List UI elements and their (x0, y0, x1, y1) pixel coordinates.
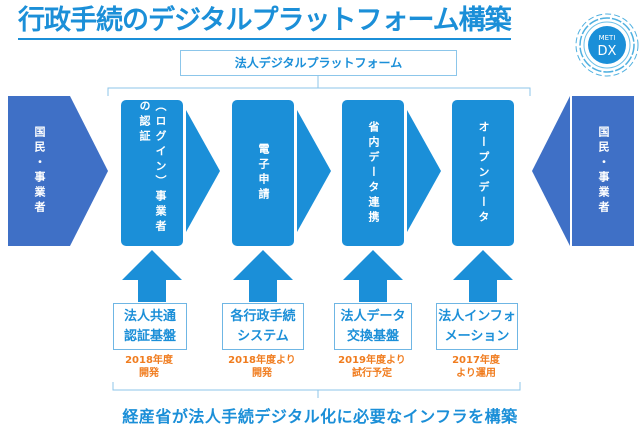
system-box: 各行政手続 システム (222, 303, 304, 350)
side-box-right: 国民・事業者 (572, 96, 634, 246)
schedule-text: 2017年度 より運用 (452, 355, 500, 379)
logo-line1: METI (599, 34, 616, 42)
arrow-left (532, 96, 570, 246)
system-box: 法人共通 認証基盤 (113, 303, 187, 350)
step-authentication: （ログイン）事業者の認証 (121, 100, 183, 246)
page-title: 行政手続のデジタルプラットフォーム構築 (18, 4, 512, 40)
schedule-text: 2019年度より 試行予定 (338, 355, 406, 379)
logo-line2: DX (598, 44, 617, 59)
meti-dx-logo: METI DX (575, 13, 639, 77)
side-box-left: 国民・事業者 (8, 96, 70, 246)
step-open-data: オープンデータ (452, 100, 514, 246)
footer-summary: 経産省が法人手続デジタル化に必要なインフラを構築 (122, 407, 518, 426)
arrow-up (233, 250, 293, 302)
arrow-up (122, 250, 182, 302)
schedule-text: 2018年度より 開発 (228, 355, 296, 379)
arrow-up (343, 250, 403, 302)
arrow-right (70, 96, 108, 246)
step-data-linkage: 省内データ連携 (342, 100, 404, 246)
schedule-text: 2018年度 開発 (125, 355, 173, 379)
system-box: 法人インフォ メーション (436, 303, 518, 350)
arrow-right (186, 110, 220, 232)
arrow-right (407, 110, 441, 232)
step-e-application: 電子申請 (232, 100, 294, 246)
arrow-up (453, 250, 513, 302)
system-box: 法人データ 交換基盤 (334, 303, 412, 350)
arrow-right (297, 110, 331, 232)
